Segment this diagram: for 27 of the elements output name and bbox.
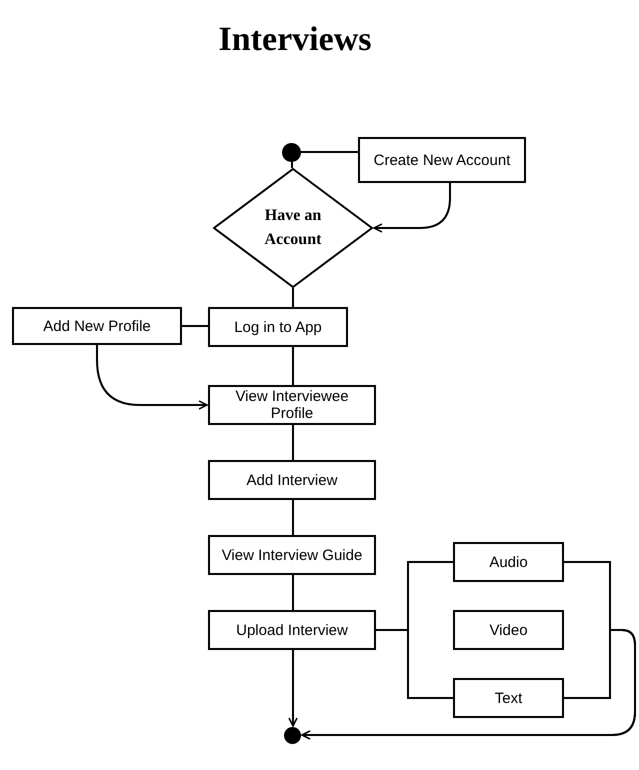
arrow [301, 629, 636, 740]
process-box: Add New Profile [12, 307, 182, 345]
arrow [288, 650, 298, 727]
arrow [373, 183, 451, 233]
process-box: Upload Interview [208, 610, 376, 650]
start-node [282, 143, 301, 162]
connector-line [292, 288, 294, 307]
connector-line [292, 347, 294, 385]
end-node [284, 727, 301, 744]
decision-label: Have an Account [264, 206, 322, 250]
connector-line [292, 425, 294, 460]
process-box: Text [453, 678, 564, 718]
process-box: Create New Account [358, 137, 526, 183]
connector-line [292, 575, 294, 610]
connector-line [292, 500, 294, 535]
connector-line [376, 629, 453, 699]
connector-line [301, 151, 358, 153]
process-box: Video [453, 610, 564, 650]
process-box: Log in to App [208, 307, 348, 347]
process-box: View Interview Guide [208, 535, 376, 575]
title: Interviews [218, 20, 372, 60]
connector-line [182, 325, 208, 327]
arrow [96, 345, 208, 410]
connector-line [291, 162, 293, 168]
process-box: View Interviewee Profile [208, 385, 376, 425]
process-box: Audio [453, 542, 564, 582]
process-box: Add Interview [208, 460, 376, 500]
